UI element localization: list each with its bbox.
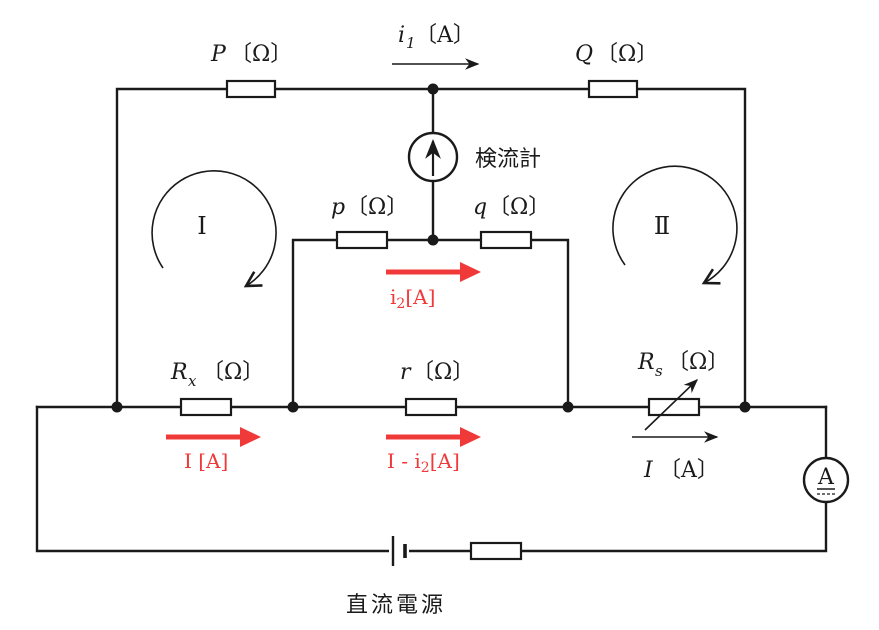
label-Rs-sub: s [655,362,663,380]
label-q-unit: 〔Ω〕 [488,195,550,220]
label-q: q [473,195,487,220]
label-Rx-sub: x [188,372,197,390]
node-left [111,401,123,413]
node-inner-left [287,401,299,413]
red-label-I-minus-i2: I - i2[A] [387,449,460,476]
node-inner-center [427,234,439,246]
resistor-Q [587,79,639,99]
label-r-unit: 〔Ω〕 [412,360,474,385]
red-label-i2: i2[A] [390,285,435,312]
label-dc-source: 直流電源 [346,593,446,618]
node-right [739,401,751,413]
label-galvanometer: 検流計 [475,147,541,172]
label-I: I [643,458,654,483]
label-p: p [331,195,345,220]
loop-1-label: Ⅰ [197,212,206,240]
i2-red-arrowhead [460,262,481,282]
I-minus-i2-red-arrowhead [460,427,481,447]
label-p-unit: 〔Ω〕 [346,195,408,220]
I-red-arrowhead [240,427,261,447]
resistor-q [479,230,533,250]
resistor-p [335,230,389,250]
junction-nodes [111,83,751,413]
resistor-source-internal [469,541,523,561]
node-top-center [427,83,439,95]
resistor-r [404,397,458,417]
ammeter-symbol: A [802,456,850,504]
red-label-I: I [A] [184,449,228,473]
resistors [179,79,701,561]
node-inner-right [562,401,574,413]
loop-arrows: Ⅰ Ⅱ [151,165,738,288]
galvanometer-symbol [407,131,459,183]
component-labels: P 〔Ω〕 Q 〔Ω〕 i 1 〔A〕 検流計 p 〔Ω〕 q 〔Ω〕 R x … [170,23,729,618]
label-Q-unit: 〔Ω〕 [596,42,658,67]
ammeter-letter: A [817,465,835,490]
label-P: P [210,42,227,67]
label-I-unit: 〔A〕 [659,458,719,483]
label-Rx-unit: 〔Ω〕 [202,360,264,385]
resistor-P [225,79,277,99]
red-annotations: i2[A] I [A] I - i2[A] [166,262,481,476]
label-Q: Q [575,42,593,67]
label-i1-sub: 1 [406,34,416,52]
loop-1-arrow [151,170,277,288]
label-i1-unit: 〔A〕 [415,23,475,48]
resistor-Rx [179,397,233,417]
label-Rs: R [637,350,655,375]
label-r: r [400,360,412,385]
loop-2-arrow [612,165,738,285]
resistor-Rs [647,397,701,417]
dc-battery [389,534,409,570]
label-P-unit: 〔Ω〕 [230,42,292,67]
label-Rs-unit: 〔Ω〕 [667,350,729,375]
label-i1: i [398,23,405,48]
label-Rx: R [170,360,188,385]
variable-resistor-arrow [644,379,699,431]
loop-2-label: Ⅱ [654,212,670,240]
